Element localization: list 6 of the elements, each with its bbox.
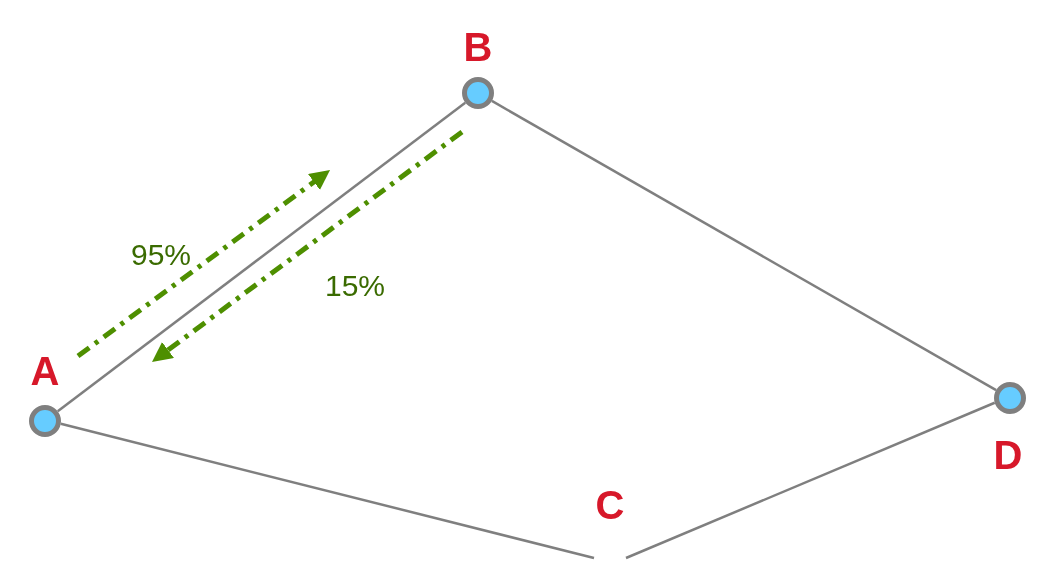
point-label: C	[595, 485, 625, 525]
point-label: D	[993, 435, 1023, 475]
point-label: A	[30, 351, 60, 391]
point-label: B	[463, 27, 493, 67]
connector-line	[625, 401, 996, 560]
connector-line	[60, 422, 595, 560]
